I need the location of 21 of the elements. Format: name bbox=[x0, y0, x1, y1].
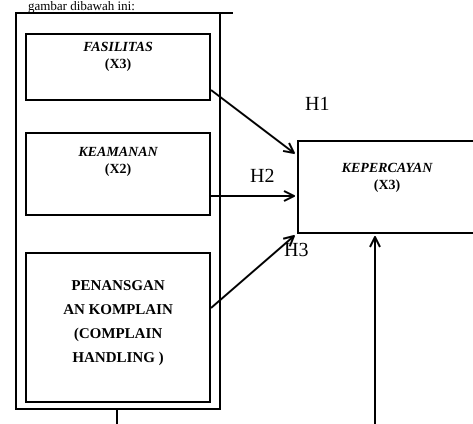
variable-box bbox=[25, 252, 211, 403]
variable-name: FASILITAS bbox=[83, 39, 153, 56]
connector-line bbox=[116, 410, 118, 424]
variable-box bbox=[25, 132, 211, 216]
arrow bbox=[210, 89, 295, 154]
edge-label: H3 bbox=[284, 240, 308, 260]
variable-box bbox=[25, 33, 211, 101]
intro-text: gambar dibawah ini: bbox=[28, 0, 135, 12]
variable-name: PENANSGAN AN KOMPLAIN (COMPLAIN HANDLING ) bbox=[62, 277, 174, 368]
edge-label: H1 bbox=[305, 94, 330, 114]
variable-box bbox=[297, 140, 473, 234]
frame-box bbox=[15, 12, 221, 410]
arrow bbox=[211, 190, 295, 202]
variable-name: KEAMANAN bbox=[78, 144, 158, 161]
variable-name: KEPERCAYAN bbox=[342, 160, 432, 177]
variable-code: (X3) bbox=[104, 56, 132, 73]
variable-code: (X2) bbox=[104, 161, 132, 178]
variable-code: (X3) bbox=[374, 177, 400, 194]
arrow bbox=[369, 236, 381, 424]
edge-label: H2 bbox=[250, 166, 274, 186]
arrow bbox=[210, 235, 295, 309]
